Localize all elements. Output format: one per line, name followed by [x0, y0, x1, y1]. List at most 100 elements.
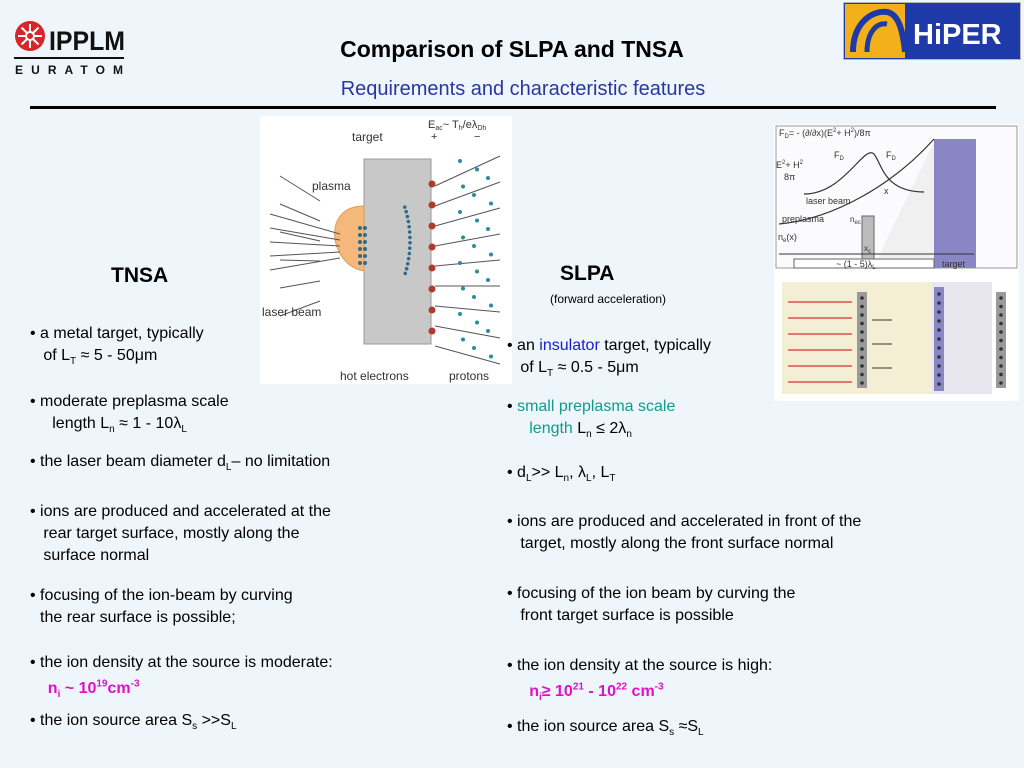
rear-surface-charge-dot — [428, 222, 436, 230]
proton-dot — [489, 201, 493, 206]
plasma-electron-dot — [363, 240, 367, 244]
back-ray-line — [279, 203, 321, 222]
tnsa-bullet-target: • a metal target, typically of LT ≈ 5 - … — [30, 325, 204, 368]
proton-ray-line — [434, 207, 501, 227]
proton-dot — [472, 244, 476, 248]
proton-dot — [489, 303, 493, 308]
slpa-bullet-focusing: • focusing of the ion beam by curving th… — [507, 585, 796, 624]
page-subtitle: Requirements and characteristic features — [340, 78, 706, 100]
slpa-target-block — [934, 139, 976, 268]
ion-dot — [999, 381, 1003, 385]
proton-ray-line — [434, 259, 501, 267]
label-force-formula: FD= - (∂/∂x)(E2+ H2)/8π — [779, 128, 871, 140]
proton-ray-line — [434, 325, 501, 339]
proton-dot — [475, 167, 479, 172]
ion-dot — [999, 347, 1003, 351]
hot-electron-dot — [406, 219, 411, 224]
proton-dot — [486, 278, 490, 282]
tnsa-bullet-density: • the ion density at the source is moder… — [30, 654, 333, 701]
hot-electron-dot — [408, 240, 412, 245]
proton-dot — [458, 312, 462, 316]
proton-ray-line — [434, 233, 501, 247]
ion-dot — [937, 355, 941, 359]
ion-dot — [937, 319, 941, 323]
hot-electron-dot — [405, 262, 410, 266]
hot-electron-dot — [404, 266, 409, 271]
laser-ray-line — [269, 251, 341, 257]
plasma-electron-dot — [358, 261, 362, 265]
label-preplasma: preplasma — [782, 214, 824, 224]
proton-dot — [472, 295, 476, 299]
rear-surface-charge-dot — [428, 243, 436, 251]
ion-dot — [937, 292, 941, 296]
label-slpa-laser-beam: laser beam — [806, 196, 851, 206]
ion-dot — [860, 304, 864, 309]
density-profile-curve — [778, 138, 935, 225]
tnsa-bullet-preplasma: • moderate preplasma scale length Ln ≈ 1… — [30, 393, 229, 436]
slpa-diagram: FD= - (∂/∂x)(E2+ H2)/8π E2+ H2 8π FD FD … — [774, 124, 1019, 401]
ion-dot — [937, 364, 941, 368]
label-plus: + — [431, 131, 437, 143]
rear-surface-charge-dot — [428, 327, 436, 335]
proton-dot — [461, 184, 465, 189]
back-ray-line — [279, 300, 321, 317]
plasma-electron-dot — [363, 254, 367, 258]
preplasma-region — [874, 142, 934, 268]
rear-surface-charge-dot — [428, 285, 436, 293]
label-minus: − — [474, 131, 480, 143]
ipplm-logo: IPPLM EURATOM — [12, 10, 130, 80]
hiper-logo-text: HiPER — [913, 19, 1002, 51]
slpa-density-value: ni≥ 1021 - 1022 cm-3 — [529, 682, 664, 704]
proton-ray-line — [434, 181, 501, 207]
plasma-electron-dot — [358, 226, 362, 230]
proton-dot — [489, 252, 493, 257]
ion-dot — [937, 373, 941, 377]
hot-electron-dot — [407, 224, 411, 229]
proton-dot — [458, 261, 462, 265]
slpa-heading: SLPA — [560, 262, 615, 285]
slpa-subheading: (forward acceleration) — [550, 292, 667, 306]
rear-surface-charge-dot — [428, 306, 436, 314]
hot-electron-dot — [407, 230, 412, 234]
ion-dot — [999, 364, 1003, 368]
rear-surface-charge-dot — [428, 201, 436, 209]
label-x-axis: x — [884, 186, 889, 196]
ipplm-logo-subtext: EURATOM — [15, 63, 123, 77]
hot-electron-dot — [403, 271, 408, 276]
proton-dot — [472, 346, 476, 350]
label-critical-density: nec — [850, 215, 861, 226]
ion-dot — [999, 338, 1003, 343]
ion-dot — [937, 310, 941, 314]
rear-surface-charge-dot — [428, 264, 436, 272]
proton-dot — [486, 227, 490, 231]
tnsa-bullet-diameter: • the laser beam diameter dL– no limitat… — [30, 453, 331, 474]
ion-dot — [860, 364, 864, 368]
plasma-electron-dot — [358, 247, 362, 251]
slpa-bullet-target: • an insulator target, typically of LT ≈… — [507, 337, 711, 380]
ion-dot — [999, 372, 1003, 377]
plasma-electron-dot — [363, 233, 367, 237]
plasma-electron-dot — [363, 226, 367, 230]
plasma-electron-dot — [363, 247, 367, 251]
laser-ray-line — [269, 241, 341, 247]
proton-dot — [475, 218, 479, 223]
label-density: ne(x) — [778, 232, 797, 244]
slpa-bullet-density: • the ion density at the source is high:… — [507, 657, 773, 704]
ion-dot — [860, 313, 864, 317]
plasma-electron-dot — [358, 254, 362, 258]
slpa-bullet-preplasma: • small preplasma scale length Ln ≤ 2λn — [507, 398, 676, 441]
back-ray-line — [279, 175, 321, 202]
ion-dot — [937, 301, 941, 305]
target-plate — [363, 158, 432, 345]
label-protons: protons — [449, 369, 489, 383]
back-ray-line — [279, 231, 321, 242]
proton-dot — [461, 286, 465, 291]
label-thickness: ~ (1 - 5)λL — [836, 259, 876, 271]
ion-dot — [999, 355, 1003, 360]
hot-electron-dot — [404, 209, 408, 214]
proton-dot — [489, 354, 493, 359]
ipplm-emblem-icon: IPPLM EURATOM — [14, 21, 125, 77]
slpa-bullet-source-area: • the ion source area Ss ≈SL — [507, 718, 704, 739]
proton-dot — [486, 329, 490, 333]
slpa-bullet-diameter: • dL>> Ln, λL, LT — [507, 464, 616, 485]
